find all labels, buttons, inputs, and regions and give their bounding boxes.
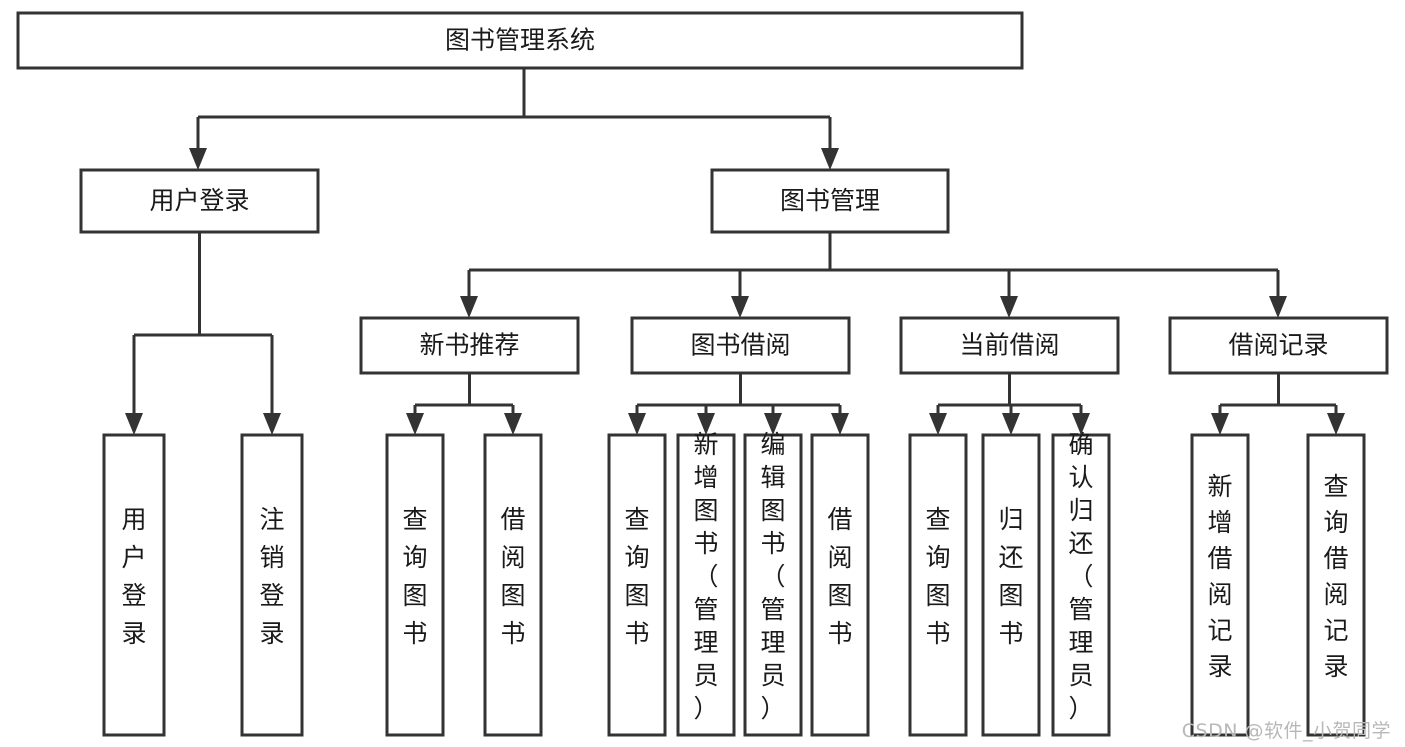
node-label-leaf-logout: 注销登录	[259, 505, 284, 648]
node-box-leaf-user-login	[102, 433, 166, 737]
node-label-leaf-return-book: 归还图书	[998, 505, 1023, 648]
node-label-leaf-borrow-book-1: 借阅图书	[500, 505, 525, 648]
node-root[interactable]: 图书管理系统	[16, 11, 1024, 70]
arrow-head-icon	[929, 413, 947, 435]
node-label-leaf-add-book: 新增图书（管理员）	[693, 430, 718, 723]
arrow-head-icon	[406, 413, 424, 435]
node-box-book-borrow	[630, 316, 851, 375]
node-label-leaf-borrow-book-2: 借阅图书	[827, 505, 852, 648]
arrow-head-icon	[1269, 296, 1287, 318]
arrow-head-icon	[1072, 413, 1090, 435]
node-book-management[interactable]: 图书管理	[710, 168, 950, 234]
node-label-leaf-query-book-3: 查询图书	[925, 505, 950, 648]
node-box-leaf-borrow-book-1	[483, 433, 543, 737]
node-label-borrow-record: 借阅记录	[1228, 331, 1328, 360]
node-box-leaf-query-book-2	[607, 433, 667, 737]
node-box-borrow-record	[1168, 316, 1389, 375]
node-box-leaf-query-book-3	[908, 433, 968, 737]
csdn-watermark: CSDN @软件_小贺同学	[1181, 720, 1391, 742]
node-leaf-return-book[interactable]: 归还图书	[981, 433, 1041, 737]
node-label-leaf-user-login: 用户登录	[121, 505, 146, 648]
node-box-leaf-add-book	[676, 433, 736, 737]
arrow-head-icon	[504, 413, 522, 435]
node-label-new-book-recommend: 新书推荐	[419, 331, 519, 360]
node-leaf-confirm-return[interactable]: 确认归还（管理员）	[1051, 430, 1111, 737]
node-label-book-borrow: 图书借阅	[690, 331, 790, 360]
node-label-leaf-query-book-1: 查询图书	[402, 505, 427, 648]
node-borrow-record[interactable]: 借阅记录	[1168, 316, 1389, 375]
node-label-leaf-query-record: 查询借阅记录	[1323, 472, 1348, 681]
node-box-leaf-confirm-return	[1051, 433, 1111, 737]
node-box-user-login	[79, 168, 320, 234]
node-box-current-borrow	[899, 316, 1120, 375]
node-label-leaf-edit-book: 编辑图书（管理员）	[760, 430, 785, 723]
node-leaf-query-record[interactable]: 查询借阅记录	[1306, 433, 1366, 737]
node-book-borrow[interactable]: 图书借阅	[630, 316, 851, 375]
arrow-head-icon	[263, 413, 281, 435]
node-leaf-borrow-book-1[interactable]: 借阅图书	[483, 433, 543, 737]
arrow-head-icon	[821, 148, 839, 170]
node-label-current-borrow: 当前借阅	[959, 331, 1059, 360]
node-box-leaf-query-book-1	[385, 433, 445, 737]
arrow-head-icon	[731, 296, 749, 318]
node-current-borrow[interactable]: 当前借阅	[899, 316, 1120, 375]
node-leaf-logout[interactable]: 注销登录	[240, 433, 304, 737]
arrow-head-icon	[189, 148, 207, 170]
node-leaf-add-book[interactable]: 新增图书（管理员）	[676, 430, 736, 737]
node-leaf-query-book-1[interactable]: 查询图书	[385, 433, 445, 737]
node-leaf-borrow-book-2[interactable]: 借阅图书	[810, 433, 870, 737]
node-box-leaf-edit-book	[743, 433, 803, 737]
arrow-head-icon	[1000, 296, 1018, 318]
node-box-leaf-query-record	[1306, 433, 1366, 737]
node-box-leaf-logout	[240, 433, 304, 737]
arrow-head-icon	[628, 413, 646, 435]
node-label-leaf-add-record: 新增借阅记录	[1207, 472, 1232, 681]
arrow-head-icon	[1327, 413, 1345, 435]
node-new-book-recommend[interactable]: 新书推荐	[359, 316, 580, 375]
node-label-user-login: 用户登录	[149, 186, 249, 215]
node-label-book-management: 图书管理	[780, 186, 880, 215]
node-box-root	[16, 11, 1024, 70]
node-box-leaf-add-record	[1190, 433, 1250, 737]
arrow-head-icon	[1002, 413, 1020, 435]
arrow-head-icon	[764, 413, 782, 435]
node-leaf-query-book-2[interactable]: 查询图书	[607, 433, 667, 737]
arrow-head-icon	[1211, 413, 1229, 435]
node-leaf-user-login[interactable]: 用户登录	[102, 433, 166, 737]
node-box-new-book-recommend	[359, 316, 580, 375]
node-user-login[interactable]: 用户登录	[79, 168, 320, 234]
arrow-head-icon	[697, 413, 715, 435]
arrow-head-icon	[125, 413, 143, 435]
node-layer: 图书管理系统用户登录图书管理新书推荐图书借阅当前借阅借阅记录用户登录注销登录查询…	[16, 11, 1389, 737]
node-leaf-edit-book[interactable]: 编辑图书（管理员）	[743, 430, 803, 737]
node-box-book-management	[710, 168, 950, 234]
arrow-head-icon	[831, 413, 849, 435]
arrow-head-icon	[460, 296, 478, 318]
node-leaf-add-record[interactable]: 新增借阅记录	[1190, 433, 1250, 737]
node-box-leaf-return-book	[981, 433, 1041, 737]
node-label-root: 图书管理系统	[445, 26, 595, 55]
node-label-leaf-confirm-return: 确认归还（管理员）	[1068, 430, 1093, 723]
node-leaf-query-book-3[interactable]: 查询图书	[908, 433, 968, 737]
node-label-leaf-query-book-2: 查询图书	[624, 505, 649, 648]
node-box-leaf-borrow-book-2	[810, 433, 870, 737]
connector-layer	[125, 68, 1345, 435]
